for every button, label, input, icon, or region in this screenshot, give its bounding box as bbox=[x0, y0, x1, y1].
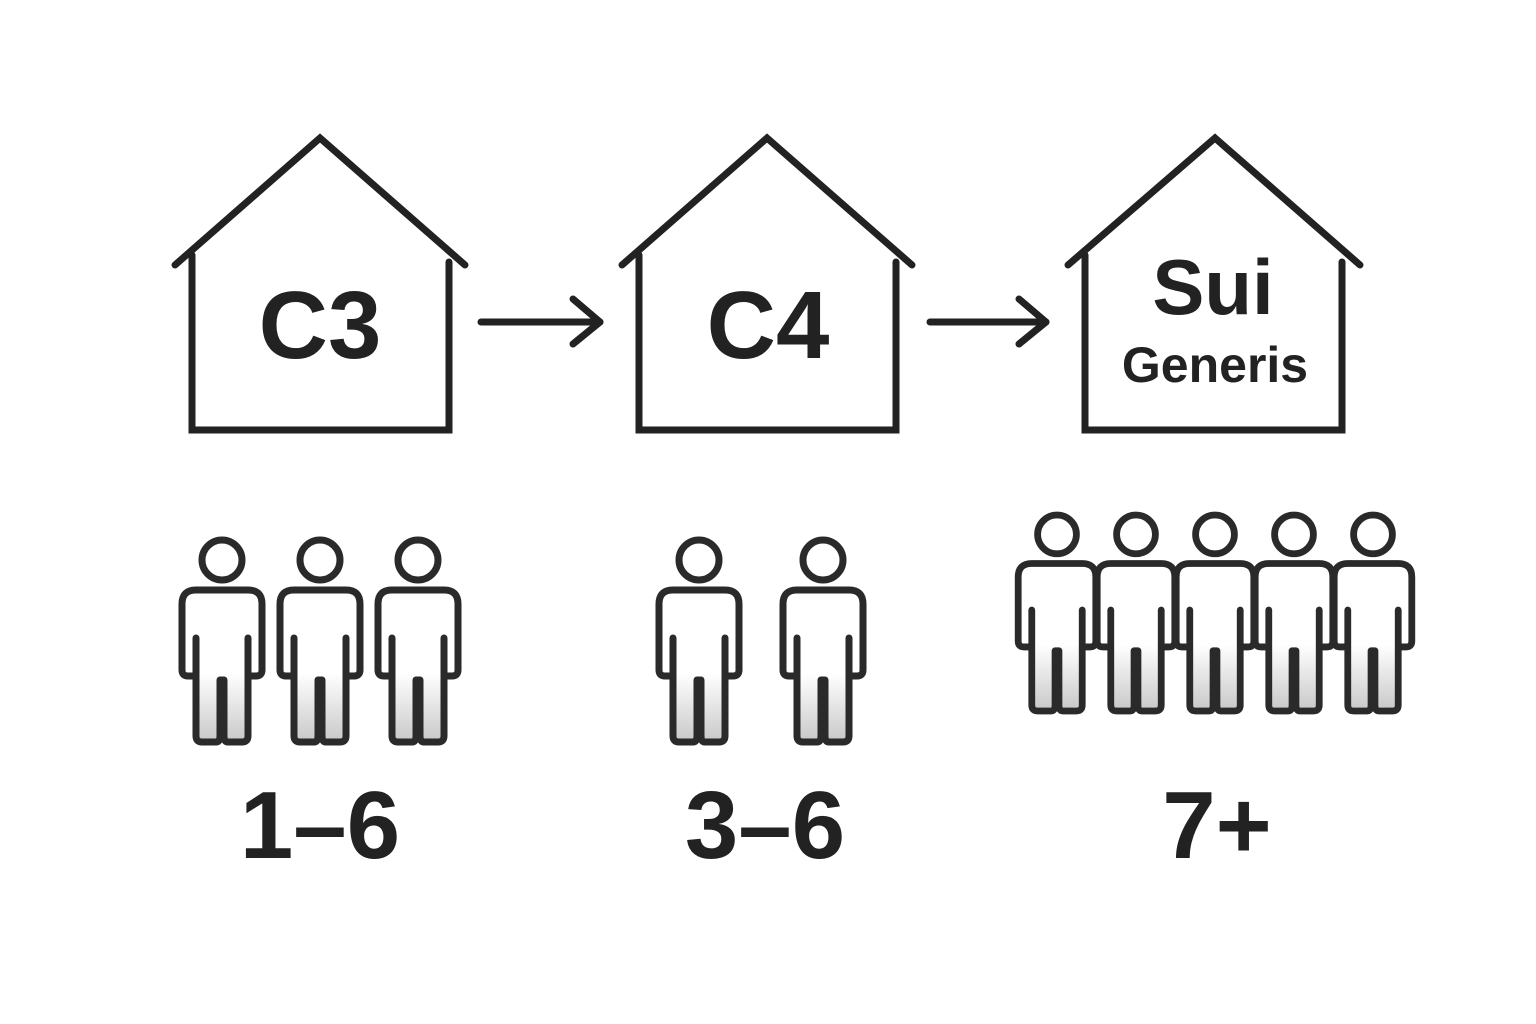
people-group-sui-generis bbox=[1018, 515, 1412, 711]
person-icon bbox=[378, 540, 458, 742]
house-label-c4: C4 bbox=[707, 272, 830, 379]
person-icon bbox=[1097, 515, 1175, 711]
range-label-c3: 1–6 bbox=[240, 772, 400, 879]
house-label-sui: Sui bbox=[1152, 243, 1273, 331]
person-icon bbox=[1255, 515, 1333, 711]
person-icon bbox=[182, 540, 262, 742]
person-icon bbox=[1018, 515, 1096, 711]
people-group-c3 bbox=[182, 540, 458, 742]
house-label-generis: Generis bbox=[1122, 337, 1308, 393]
person-icon bbox=[280, 540, 360, 742]
person-icon bbox=[783, 540, 863, 742]
house-sui-generis: Sui Generis bbox=[1064, 133, 1364, 434]
people-group-c4 bbox=[659, 540, 863, 742]
range-label-c4: 3–6 bbox=[685, 772, 845, 879]
house-c3: C3 bbox=[171, 133, 469, 434]
house-c4: C4 bbox=[618, 133, 916, 434]
person-icon bbox=[659, 540, 739, 742]
arrow-c4-to-sui-generis bbox=[926, 295, 1050, 348]
range-label-sui-generis: 7+ bbox=[1162, 772, 1271, 879]
arrow-c3-to-c4 bbox=[477, 295, 604, 348]
house-label-c3: C3 bbox=[259, 272, 382, 379]
person-icon bbox=[1176, 515, 1254, 711]
person-icon bbox=[1334, 515, 1412, 711]
